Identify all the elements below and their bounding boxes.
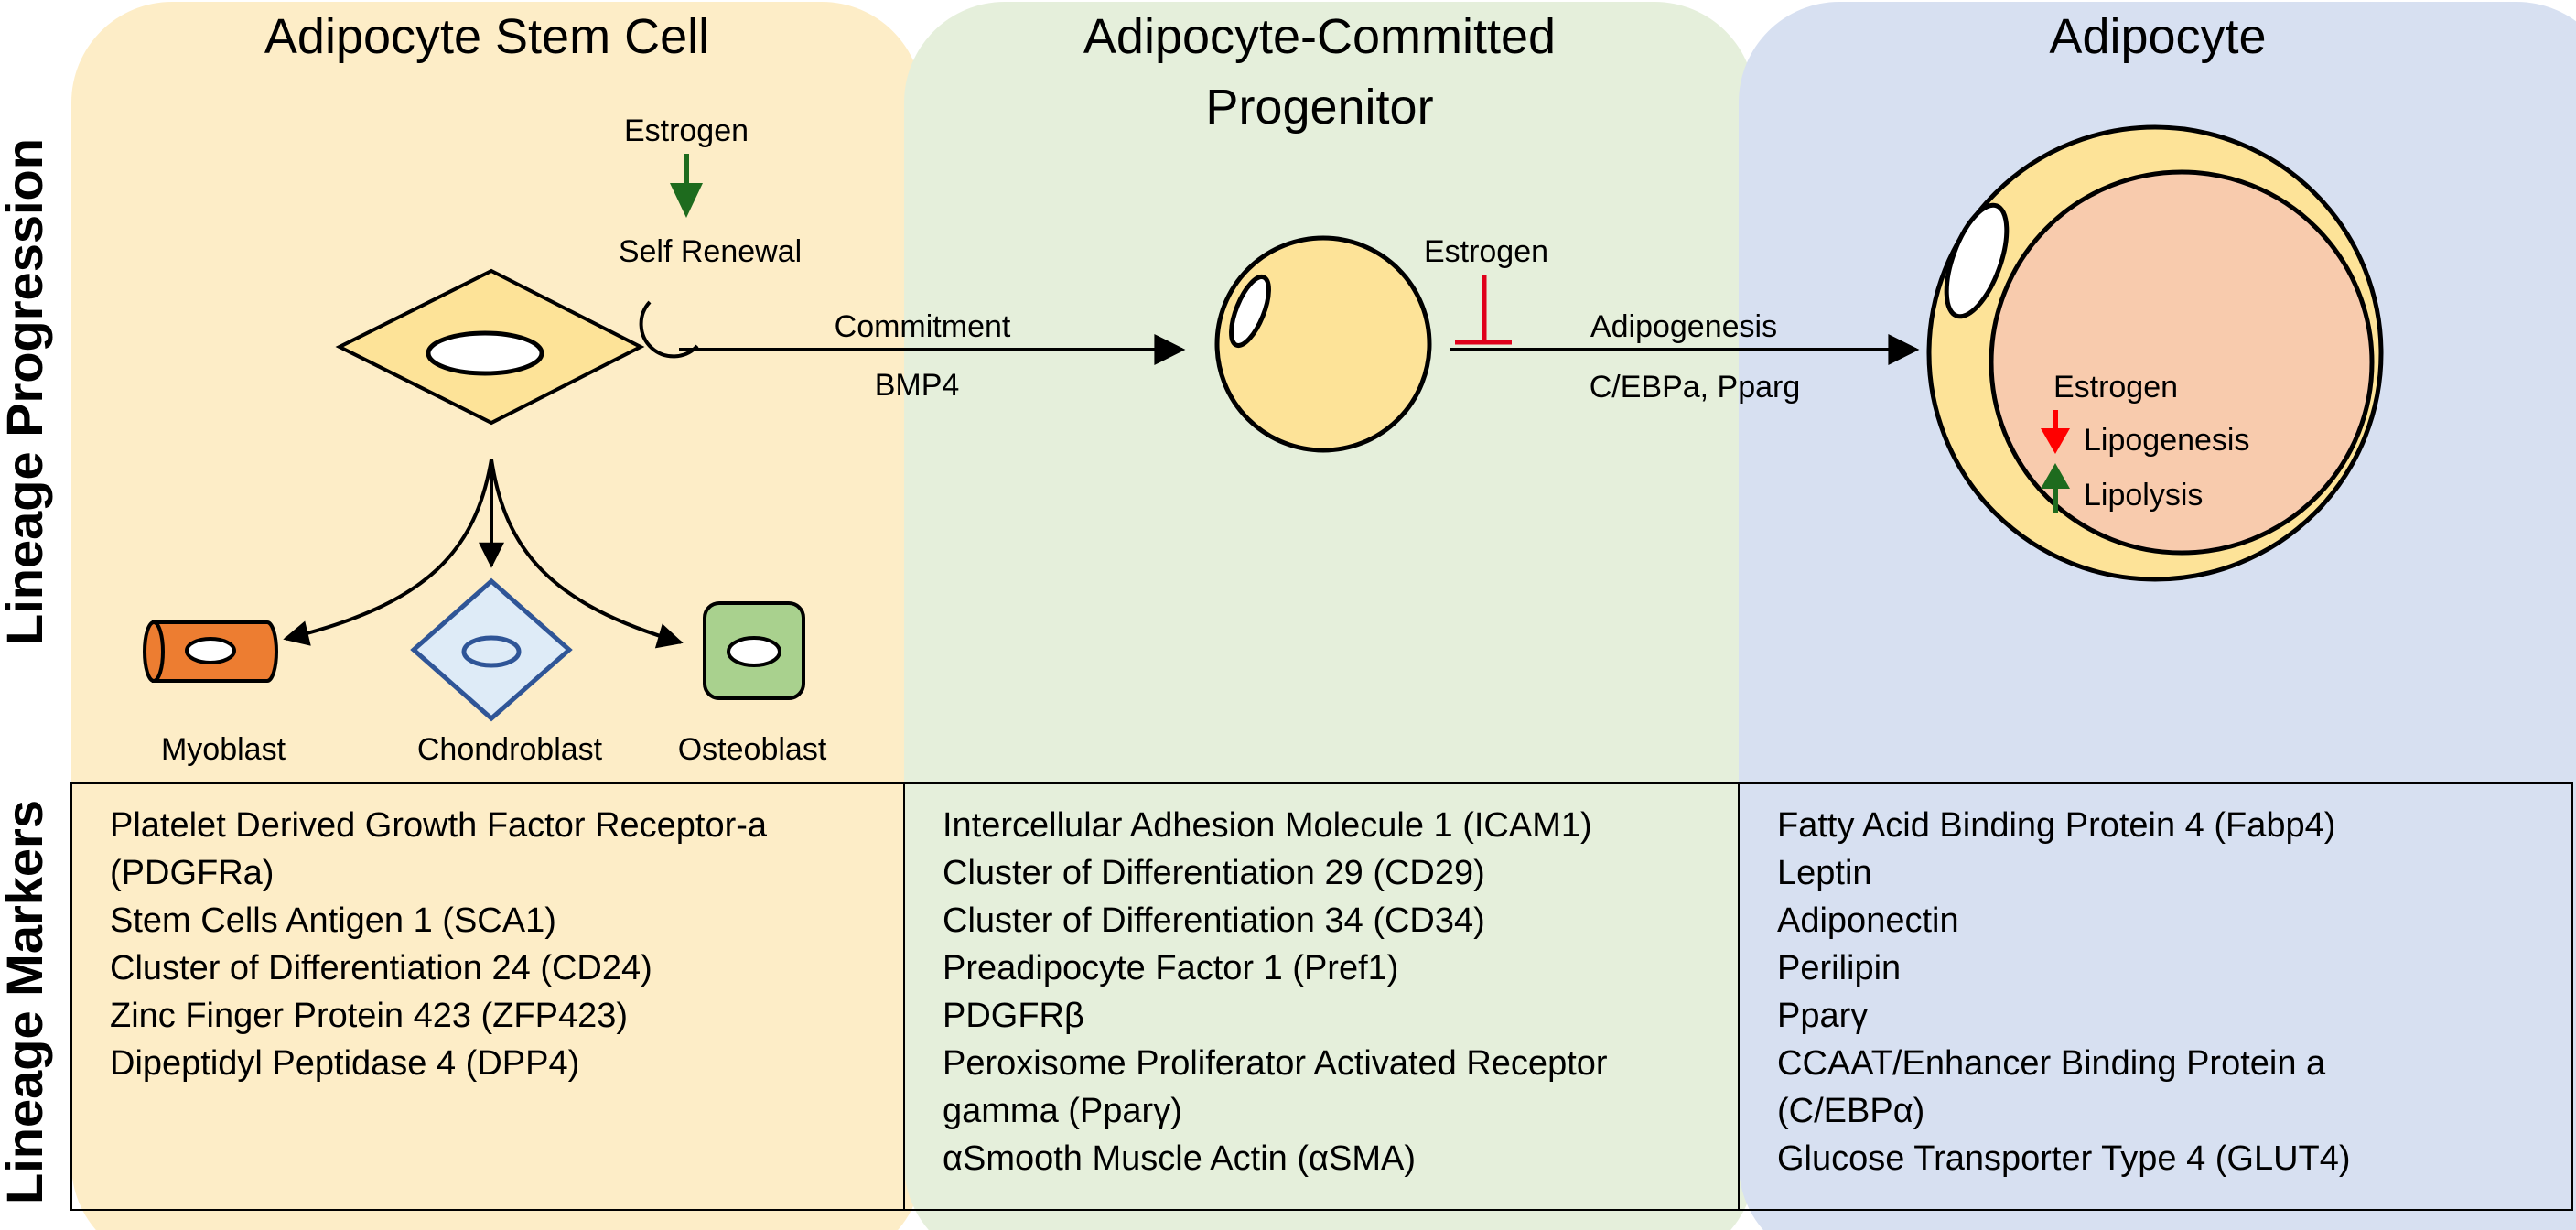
markers-adipocyte: Fatty Acid Binding Protein 4 (Fabp4) Lep…	[1777, 802, 2351, 1182]
marker-item: αSmooth Muscle Actin (αSMA)	[943, 1139, 1416, 1178]
marker-item: gamma (Pparγ)	[943, 1092, 1182, 1130]
marker-item: CCAAT/Enhancer Binding Protein a	[1777, 1044, 2326, 1083]
panel-title-adipocyte: Adipocyte	[2049, 9, 2266, 64]
marker-item: Cluster of Differentiation 34 (CD34)	[943, 901, 1485, 940]
bmp4-label: BMP4	[875, 368, 960, 403]
lipogenesis-label: Lipogenesis	[2084, 423, 2249, 458]
markers-progenitor: Intercellular Adhesion Molecule 1 (ICAM1…	[943, 802, 1608, 1182]
adipocyte-cell	[1926, 124, 2384, 582]
marker-item: Zinc Finger Protein 423 (ZFP423)	[110, 997, 629, 1035]
marker-item: Cluster of Differentiation 24 (CD24)	[110, 949, 652, 987]
lipolysis-label: Lipolysis	[2084, 478, 2203, 512]
estrogen-up-arrow	[670, 154, 703, 218]
progenitor-cell	[1214, 235, 1432, 453]
marker-item: Intercellular Adhesion Molecule 1 (ICAM1…	[943, 806, 1592, 845]
stem-estrogen-label: Estrogen	[624, 113, 749, 148]
estrogen-inhibit-bar	[1455, 275, 1512, 345]
myoblast-cell	[143, 620, 278, 683]
stem-cell	[335, 268, 645, 426]
side-label-lineage-progression: Lineage Progression	[0, 138, 53, 645]
marker-item: Platelet Derived Growth Factor Receptor-…	[110, 806, 768, 845]
marker-item: Cluster of Differentiation 29 (CD29)	[943, 854, 1485, 892]
panel-title-progenitor-line1: Adipocyte-Committed	[1083, 9, 1556, 64]
commitment-label: Commitment	[835, 309, 1011, 344]
marker-item: Leptin	[1777, 854, 1872, 892]
panel-title-progenitor-line2: Progenitor	[1205, 80, 1433, 135]
marker-item: Glucose Transporter Type 4 (GLUT4)	[1777, 1139, 2351, 1178]
self-renewal-label: Self Renewal	[619, 234, 802, 269]
lipogenesis-down-arrow	[2041, 410, 2070, 454]
chondroblast-cell	[410, 577, 573, 722]
myoblast-label: Myoblast	[161, 732, 286, 767]
marker-item: Preadipocyte Factor 1 (Pref1)	[943, 949, 1399, 987]
adipogenesis-label: Adipogenesis	[1590, 309, 1777, 344]
differentiation-arrows	[283, 459, 684, 649]
panel-progenitor-background	[904, 2, 1755, 1230]
marker-item: Perilipin	[1777, 949, 1902, 987]
panel-title-stem-cell: Adipocyte Stem Cell	[264, 9, 709, 64]
adipogenesis-factors-label: C/EBPa, Pparg	[1590, 370, 1801, 405]
marker-item: Stem Cells Antigen 1 (SCA1)	[110, 901, 556, 940]
marker-item: Pparγ	[1777, 997, 1869, 1035]
side-label-lineage-markers: Lineage Markers	[0, 800, 53, 1204]
chondroblast-label: Chondroblast	[417, 732, 603, 767]
marker-item: Adiponectin	[1777, 901, 1959, 940]
osteoblast-cell	[703, 601, 805, 700]
osteoblast-label: Osteoblast	[678, 732, 827, 767]
adipocyte-estrogen-label: Estrogen	[2053, 370, 2178, 405]
marker-item: Dipeptidyl Peptidase 4 (DPP4)	[110, 1044, 580, 1083]
markers-table-grid	[70, 782, 2573, 1211]
marker-item: PDGFRβ	[943, 997, 1084, 1035]
marker-item: Peroxisome Proliferator Activated Recept…	[943, 1044, 1608, 1083]
self-renewal-loop	[639, 300, 699, 359]
progenitor-estrogen-label: Estrogen	[1424, 234, 1548, 269]
marker-item: Fatty Acid Binding Protein 4 (Fabp4)	[1777, 806, 2336, 845]
marker-item: (PDGFRa)	[110, 854, 275, 892]
lipolysis-up-arrow	[2041, 463, 2070, 512]
markers-stem-cell: Platelet Derived Growth Factor Receptor-…	[110, 802, 767, 1087]
marker-item: (C/EBPα)	[1777, 1092, 1925, 1130]
